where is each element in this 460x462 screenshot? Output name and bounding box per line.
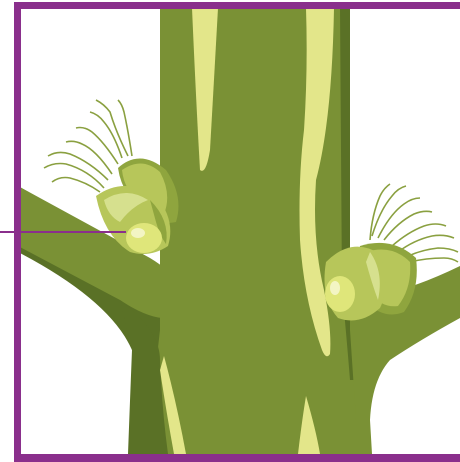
left-flower-front-sheen — [104, 193, 148, 222]
right-flower-cluster — [324, 183, 459, 321]
right-ovary-shine — [330, 281, 340, 295]
right-ovary — [325, 276, 355, 312]
right-flower-front-sheen — [366, 252, 380, 300]
stem-group — [18, 8, 460, 454]
main-stem — [148, 8, 372, 454]
stem-highlight-bottom-left — [160, 356, 186, 454]
stem-highlight-bottom-right — [298, 396, 320, 454]
left-flower-cluster — [43, 99, 179, 254]
frame-bottom — [14, 454, 460, 462]
stem-highlight-right — [299, 8, 334, 357]
stem-highlight-left — [192, 8, 218, 171]
frame-top — [14, 2, 460, 9]
left-branch — [18, 186, 178, 319]
left-ovary-shine — [131, 228, 145, 238]
stem-base-shadow — [120, 300, 168, 454]
left-stigma-hairs — [43, 99, 133, 193]
left-flower-front-shadow — [150, 200, 167, 244]
left-ovary — [126, 223, 162, 253]
right-stigma-hairs — [369, 183, 459, 263]
